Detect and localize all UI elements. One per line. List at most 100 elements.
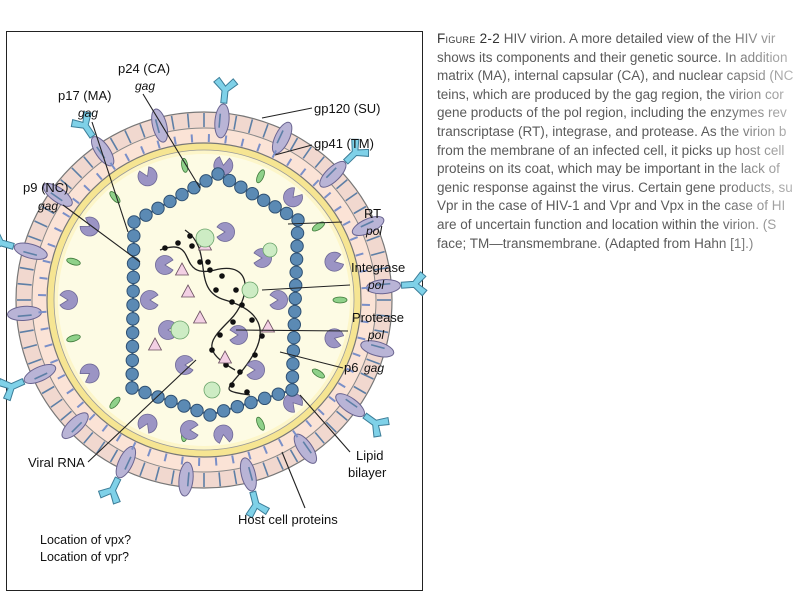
matrix-tick [174,137,175,145]
capsid-bead [140,209,152,221]
capsid-bead [246,188,258,200]
matrix-tick [225,136,226,144]
capsid-bead [127,257,139,269]
gp120-knob [0,228,17,258]
matrix-tick [216,458,217,466]
capsid-bead [152,202,164,214]
matrix-tick [232,455,233,463]
capsid-bead [290,253,302,265]
label-viral-rna: Viral RNA [28,455,85,470]
capsid-bead [258,194,270,206]
label-host-cell-proteins: Host cell proteins [238,512,338,527]
nucleocapsid-dot [249,317,255,323]
gp120-knob [401,271,428,297]
nucleocapsid-dot [233,287,239,293]
label-p24-gene: gag [135,79,155,93]
label-p6: p6 [344,360,358,375]
capsid-bead [286,384,298,396]
caption-figure-label: Figure 2-2 [437,31,500,46]
capsid-bead [176,188,188,200]
capsid-bead [289,292,301,304]
capsid-bead [188,182,200,194]
capsid-bead [287,358,299,370]
label-integrase: Integrase [351,260,405,275]
label-rt-gene: pol [365,224,382,238]
label-p17-gene: gag [78,106,98,120]
core-protein-circle [204,382,220,398]
capsid-bead [258,392,270,404]
core-protein-circle [242,282,258,298]
label-vpx: Location of vpx? [40,533,131,547]
core-protein-circle [263,243,277,257]
matrix-oval [333,297,347,303]
nucleocapsid-dot [213,287,219,293]
nucleocapsid-dot [187,233,193,239]
capsid-bead [127,285,139,297]
label-lipid: Lipid [356,448,383,463]
nucleocapsid-dot [219,273,225,279]
gp120-knob [212,77,238,104]
gp120-shape [0,228,17,258]
label-p9: p9 (NC) [23,180,69,195]
capsid-bead [127,299,139,311]
label-protease: Protease [352,310,404,325]
label-gp41: gp41 (TM) [314,136,374,151]
nucleocapsid-dot [205,259,211,265]
capsid-bead [291,227,303,239]
capsid-bead [200,175,212,187]
capsid-bead [290,266,302,278]
capsid-bead [152,391,164,403]
nucleocapsid-dot [252,352,258,358]
capsid-bead [127,313,139,325]
capsid-bead [128,230,140,242]
nucleocapsid-dot [162,245,168,251]
gp120-knob [0,370,28,402]
nucleocapsid-dot [237,369,243,375]
gp120-knob [96,473,128,506]
hiv-virion-diagram: p24 (CA) gag p17 (MA) gag gp120 (SU) gp4… [0,0,430,600]
capsid-bead [126,382,138,394]
nucleocapsid-dot [229,382,235,388]
matrix-tick [38,312,46,313]
capsid-bead [280,207,292,219]
nucleocapsid-dot [229,299,235,305]
gp120-shape [401,271,428,297]
capsid-bead [126,340,138,352]
label-p17: p17 (MA) [58,88,111,103]
capsid-bead [126,354,138,366]
nucleocapsid-dot [259,333,265,339]
label-rt: RT [364,206,381,221]
gp120-shape [96,473,128,506]
label-integrase-gene: pol [367,278,384,292]
capsid-bead [165,395,177,407]
capsid-bead [289,279,301,291]
matrix-tick [182,457,183,465]
core-protein-circle [171,321,189,339]
capsid-bead [217,405,229,417]
capsid-bead [291,240,303,252]
capsid-bead [126,368,138,380]
capsid-bead [126,326,138,338]
nucleocapsid-dot [209,347,215,353]
nucleocapsid-dot [217,332,223,338]
nucleocapsid-dot [207,267,213,273]
capsid-bead [127,271,139,283]
matrix-tick [40,278,48,279]
matrix-tick [192,134,193,142]
capsid-bead [212,168,224,180]
matrix-tick [41,328,49,329]
nucleocapsid-dot [230,319,236,325]
label-p6-gene: gag [364,361,384,375]
nucleocapsid-dot [244,389,250,395]
capsid-bead [288,331,300,343]
nucleocapsid-dot [175,240,181,246]
capsid-bead [272,388,284,400]
figure-caption: Figure 2-2 HIV virion. A more detailed v… [437,30,800,300]
label-p9-gene: gag [38,199,58,213]
capsid-bead [231,400,243,412]
capsid-bead [235,181,247,193]
capsid-bead [191,404,203,416]
label-p24: p24 (CA) [118,61,170,76]
label-bilayer: bilayer [348,465,387,480]
capsid-bead [245,396,257,408]
